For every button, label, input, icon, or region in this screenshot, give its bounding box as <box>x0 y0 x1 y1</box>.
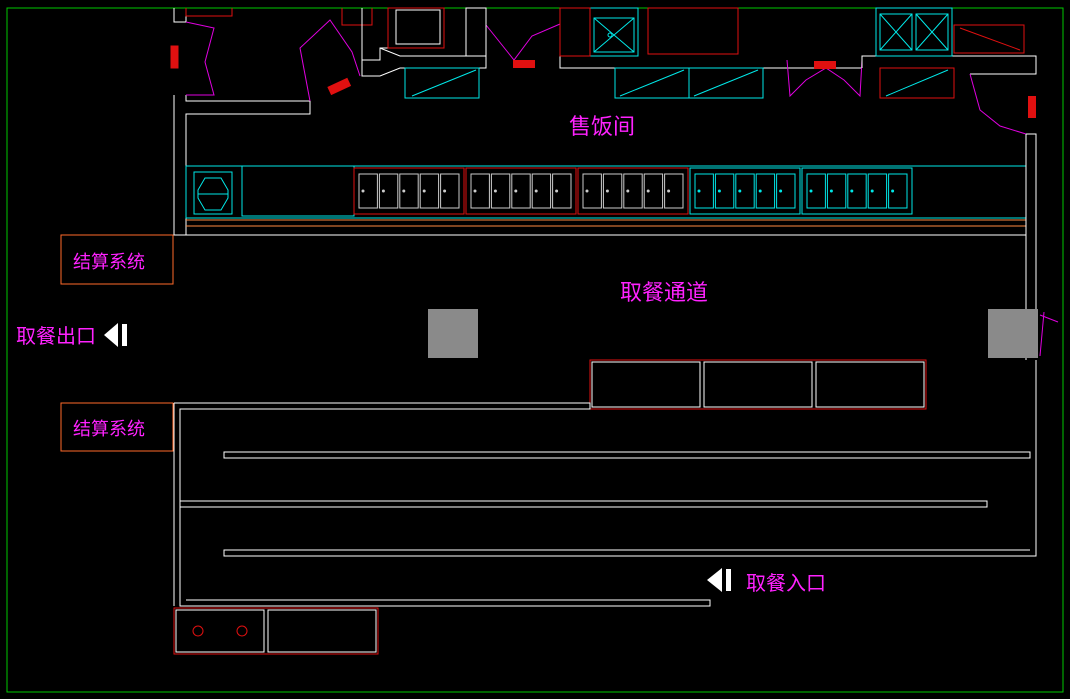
food-tray <box>602 173 623 209</box>
checkout-box-top <box>60 234 174 285</box>
tray-knob-icon <box>402 189 406 193</box>
tray-knob-icon <box>870 189 874 193</box>
food-tray <box>664 173 684 209</box>
tray-knob-icon <box>605 189 609 193</box>
checkout-bottom-label: 结算系统 <box>73 419 145 440</box>
door-hinge-icon <box>327 77 352 96</box>
food-tray <box>552 173 572 209</box>
exit-arrow-icon <box>104 323 127 347</box>
tray-knob-icon <box>422 189 426 193</box>
tray-knob-icon <box>473 189 477 193</box>
entrance-arrow-icon <box>707 568 731 592</box>
food-tray <box>806 173 826 209</box>
tray-knob-icon <box>555 189 559 193</box>
pillar <box>988 309 1038 358</box>
food-tray <box>643 173 664 209</box>
food-tray <box>470 173 490 209</box>
food-tray <box>826 173 847 209</box>
tray-knob-icon <box>891 189 895 193</box>
pickup-aisle-label: 取餐通道 <box>620 281 708 306</box>
tray-knob-icon <box>809 189 813 193</box>
bottom-left-equipment <box>173 607 379 655</box>
food-tray <box>378 173 399 209</box>
food-tray <box>531 173 552 209</box>
tray-knob-icon <box>443 189 447 193</box>
pillar <box>428 309 478 358</box>
tray-knob-icon <box>717 189 721 193</box>
bain-marie-unit <box>465 167 577 215</box>
tray-knob-icon <box>829 189 833 193</box>
bain-marie-units <box>353 167 913 215</box>
exit-label: 取餐出口 <box>16 324 96 348</box>
food-tray <box>867 173 888 209</box>
food-tray <box>358 173 378 209</box>
food-tray <box>888 173 908 209</box>
queue-rails <box>173 402 1031 607</box>
food-tray <box>735 173 755 209</box>
tray-knob-icon <box>697 189 701 193</box>
food-tray <box>582 173 602 209</box>
tray-knob-icon <box>585 189 589 193</box>
food-tray <box>440 173 460 209</box>
tray-knob-icon <box>534 189 538 193</box>
tray-knob-icon <box>646 189 650 193</box>
tray-knob-icon <box>667 189 671 193</box>
door-hinge-icon <box>170 45 179 69</box>
tray-knob-icon <box>493 189 497 193</box>
top-kitchen-area <box>170 7 1037 236</box>
tray-knob-icon <box>758 189 762 193</box>
food-tray <box>490 173 511 209</box>
right-walls <box>223 134 1059 557</box>
center-tables <box>589 359 927 410</box>
tray-knob-icon <box>381 189 385 193</box>
tray-knob-icon <box>738 189 742 193</box>
bain-marie-unit <box>353 167 465 215</box>
food-tray <box>694 173 714 209</box>
door-hinge-icon <box>1028 96 1036 118</box>
tray-knob-icon <box>514 189 518 193</box>
food-tray <box>419 173 440 209</box>
food-tray <box>776 173 796 209</box>
food-tray <box>755 173 776 209</box>
door-hinge-icon <box>814 61 836 69</box>
food-tray <box>399 173 419 209</box>
tray-knob-icon <box>779 189 783 193</box>
tray-knob-icon <box>626 189 630 193</box>
bain-marie-unit <box>801 167 913 215</box>
bain-marie-unit <box>689 167 801 215</box>
serving-counter <box>174 165 1027 236</box>
food-tray <box>847 173 867 209</box>
entrance-label: 取餐入口 <box>746 571 826 595</box>
food-tray <box>511 173 531 209</box>
checkout-top-label: 结算系统 <box>73 252 145 273</box>
tray-knob-icon <box>361 189 365 193</box>
bain-marie-unit <box>577 167 689 215</box>
food-tray <box>623 173 643 209</box>
door-hinge-icon <box>513 60 535 68</box>
serving-room-label: 售饭间 <box>569 115 635 140</box>
food-tray <box>714 173 735 209</box>
drawing-frame <box>6 7 1064 693</box>
checkout-box-bottom <box>60 402 174 452</box>
tray-knob-icon <box>850 189 854 193</box>
